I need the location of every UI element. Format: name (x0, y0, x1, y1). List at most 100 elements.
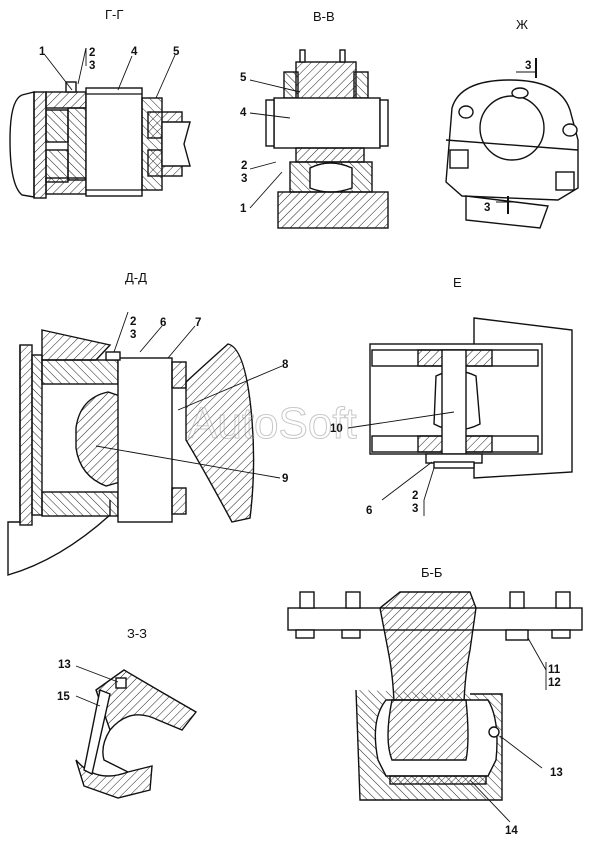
view-title-v: В-В (313, 9, 335, 24)
callout-d-3: 3 (130, 329, 136, 341)
pin-4 (273, 97, 381, 149)
view-section-v: В-В 5 4 2 3 1 (240, 9, 389, 229)
callout-d-6: 6 (160, 317, 166, 329)
nut-2 (341, 629, 361, 639)
callout-e-6: 6 (366, 505, 372, 517)
callout-g-3: 3 (89, 60, 95, 72)
watermark: AutoSoft (188, 399, 357, 448)
nut-right (562, 123, 578, 137)
bolt-left (449, 149, 469, 169)
body-lower (387, 699, 469, 761)
callout-d-8: 8 (282, 359, 289, 371)
callout-b-14: 14 (505, 825, 518, 837)
nut-1 (295, 629, 315, 639)
leader-4 (249, 112, 291, 119)
nut-left (458, 105, 474, 119)
grease-nipple (511, 87, 529, 99)
pin-4 (85, 87, 143, 197)
callout-v-2: 2 (241, 160, 247, 172)
upper-right-lug (353, 71, 369, 99)
leader-15 (75, 695, 101, 707)
bolt-3 (509, 591, 525, 609)
left-bushing (67, 107, 87, 181)
pin-7 (117, 357, 173, 523)
view-section-g: Г-Г 1 2 3 4 5 (9, 7, 191, 199)
plate-14 (389, 775, 487, 785)
callout-g-2: 2 (89, 47, 95, 59)
leader-1 (249, 171, 283, 209)
view-e: Е 10 6 2 3 (330, 275, 573, 517)
view-section-z: З-З 13 15 (57, 626, 198, 799)
leader-7 (167, 325, 196, 359)
arm-shaft (161, 121, 191, 167)
view-title-zh: Ж (516, 17, 528, 32)
leader-13 (499, 735, 543, 769)
bolt-right (555, 171, 575, 191)
view-zh: Ж 3 3 (445, 17, 579, 229)
view-title-b: Б-Б (421, 565, 442, 580)
flange-plate (33, 91, 47, 199)
view-title-d: Д-Д (125, 270, 147, 285)
leader-1 (44, 54, 73, 91)
nut-11-12 (505, 629, 529, 641)
leader-23 (77, 47, 87, 85)
upper-block (295, 61, 357, 101)
bolt-head (65, 81, 77, 93)
stud-right (339, 49, 346, 63)
leader-6 (139, 325, 163, 353)
upper-left-lug (283, 71, 299, 99)
washer-6 (105, 351, 121, 361)
bolt-1 (299, 591, 315, 609)
view-section-b: Б-Б 11 12 13 14 (287, 565, 583, 837)
callout-v-5: 5 (240, 72, 247, 84)
right-bush-upper (171, 361, 187, 389)
leader-8 (177, 365, 283, 411)
shim-15 (83, 689, 111, 776)
nut-4 (551, 629, 571, 639)
leader-13 (75, 665, 119, 683)
right-bush-lower (171, 487, 187, 515)
callout-g-1: 1 (39, 46, 46, 58)
view-title-z: З-З (127, 626, 147, 641)
callout-z-15: 15 (57, 691, 70, 703)
callout-v-3: 3 (241, 173, 247, 185)
callout-e-10: 10 (330, 423, 343, 435)
callout-d-2: 2 (130, 316, 136, 328)
callout-g-4: 4 (131, 46, 138, 58)
rail-profile-8 (185, 343, 255, 523)
nut-6 (433, 461, 475, 469)
pin-head-right (379, 99, 389, 147)
bolt-4 (555, 591, 571, 609)
grease-fitting-13 (488, 726, 500, 738)
clamp-bore (479, 95, 545, 161)
leader-6 (381, 461, 433, 501)
leader-10 (347, 411, 455, 429)
bore-edge (102, 729, 129, 773)
callout-d-9: 9 (282, 473, 288, 485)
frame-left-web (31, 354, 43, 516)
stud-left (299, 49, 306, 63)
callout-b-13: 13 (550, 767, 563, 779)
callout-z-13: 13 (58, 659, 71, 671)
leader-4 (117, 55, 133, 91)
grease-fitting-13 (115, 677, 127, 689)
leader-11 (527, 637, 547, 671)
callout-e-2: 2 (412, 490, 418, 502)
leader-5 (155, 54, 176, 99)
callout-b-11: 11 (548, 664, 561, 676)
callout-v-1: 1 (240, 203, 247, 215)
end-cap (9, 91, 35, 198)
leader-23 (113, 311, 129, 353)
leader-5 (249, 79, 301, 93)
top-lug (41, 329, 112, 361)
base-block (277, 191, 389, 229)
callout-zh-3-bottom: 3 (484, 202, 490, 214)
pin-head-left (265, 99, 275, 147)
lower-bar (41, 491, 119, 517)
bolt-2 (345, 591, 361, 609)
top-plate (45, 91, 87, 109)
housing-block-upper (45, 109, 69, 143)
housing-block-lower (45, 149, 69, 183)
